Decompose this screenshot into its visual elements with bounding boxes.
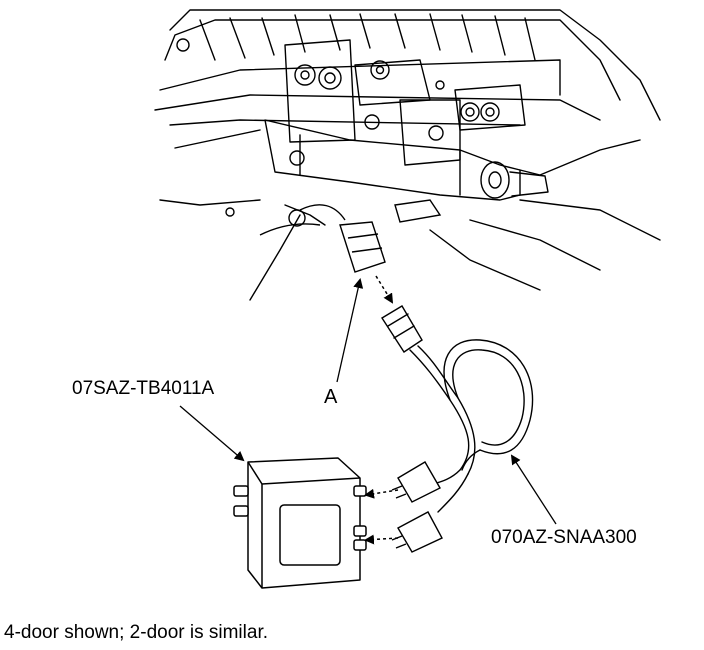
dashboard-underside [154, 9, 661, 301]
harness-plug-lower [391, 511, 443, 553]
connection-arrows [364, 275, 399, 545]
callout-a-label: A [324, 386, 338, 408]
harness-070az-snaa300 [381, 305, 534, 513]
vehicle-connector [259, 199, 442, 273]
harness-part-number-label: 070AZ-SNAA300 [491, 527, 637, 548]
leader-lines [179, 278, 557, 525]
diagram-caption: 4-door shown; 2-door is similar. [4, 622, 268, 643]
module-07saz-tb4011a [233, 457, 367, 589]
module-part-number-label: 07SAZ-TB4011A [72, 378, 215, 399]
harness-plug-upper [391, 461, 441, 503]
